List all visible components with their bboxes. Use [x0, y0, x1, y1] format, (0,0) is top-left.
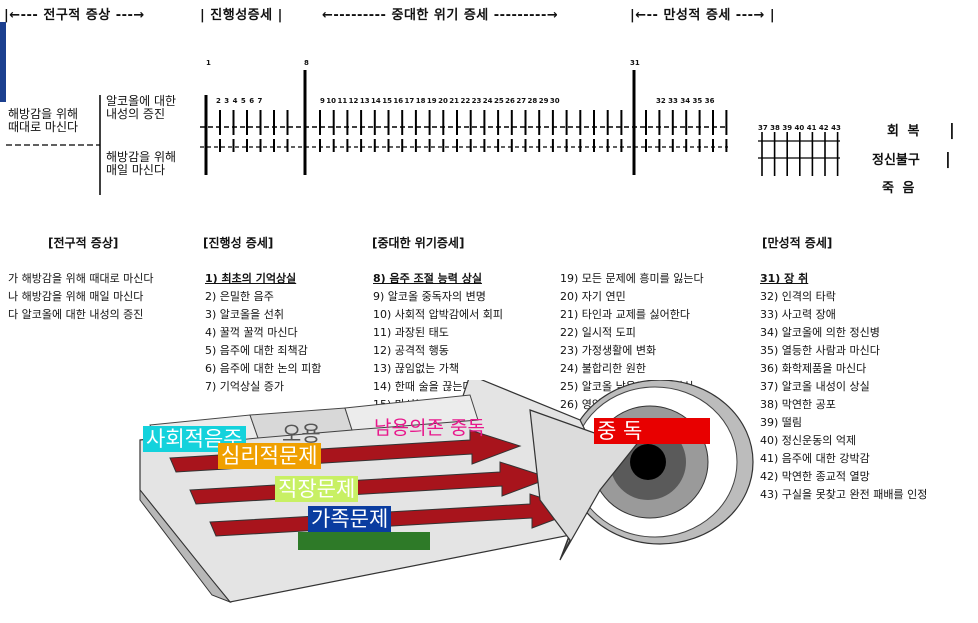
list-item: 42) 막연한 종교적 열망	[760, 470, 870, 483]
row-label-occasional: 해방감을 위해 때대로 마신다	[8, 107, 79, 134]
list-item: 6) 음주에 대한 논의 피함	[205, 362, 322, 375]
marker-seq-chronic: 32 33 34 35 36	[656, 97, 715, 105]
progressive-symptom-list: 1) 최초의 기억상실 2) 은밀한 음주 3) 알코올을 선취 4) 꿀꺽 꿀…	[205, 270, 321, 396]
list-item: 10) 사회적 압박감에서 회피	[373, 308, 503, 321]
phase-crisis-header: ←--------- 중대한 위기 증세 ---------→	[322, 8, 559, 23]
left-edge-decoration	[0, 22, 6, 102]
list-item: 35) 열등한 사람과 마신다	[760, 344, 880, 357]
early-symptom-list: 가 해방감을 위해 때대로 마신다 나 해방감을 위해 매일 마신다 다 알코올…	[8, 270, 154, 324]
addiction-label: 중 독	[594, 418, 710, 444]
abuse-dependence-label: 남용의존 중독	[374, 417, 485, 439]
list-item: 14) 한때 술을 끊는다	[373, 380, 473, 393]
outcome-death: 죽 음	[882, 181, 917, 196]
list-item: 33) 사고력 장애	[760, 308, 836, 321]
list-item: 37) 알코올 내성이 상실	[760, 380, 870, 393]
list-item: 38) 막연한 공포	[760, 398, 836, 411]
list-item: 4) 꿀꺽 꿀꺽 마신다	[205, 326, 298, 339]
list-item: 2) 은밀한 음주	[205, 290, 274, 303]
outcome-disability: 정신불구	[872, 153, 920, 168]
marker-31: 31	[630, 59, 640, 67]
list-item: 3) 알코올을 선취	[205, 308, 285, 321]
row-label-tolerance: 알코올에 대한 내성의 증진	[106, 94, 177, 121]
list-item: 9) 알코올 중독자의 변명	[373, 290, 486, 303]
outcome-bar-2: |	[945, 149, 951, 168]
outcome-recovery: 회 복	[887, 124, 922, 139]
list-item: 12) 공격적 행동	[373, 344, 449, 357]
early-title: [전구적 증상]	[48, 236, 119, 250]
chronic-title: [만성적 증세]	[762, 236, 833, 250]
family-stripe	[298, 532, 430, 550]
list-item: 11) 과장된 태도	[373, 326, 449, 339]
row-label-daily: 해방감을 위해 매일 마신다	[106, 150, 177, 177]
list-item: 36) 화학제품을 마신다	[760, 362, 867, 375]
list-item: 34) 알코올에 의한 정신병	[760, 326, 880, 339]
list-item: 13) 끊임없는 가책	[373, 362, 460, 375]
phase-chronic-header: |←-- 만성적 증세 ---→ |	[630, 8, 776, 23]
list-item: 7) 기억상실 증가	[205, 380, 285, 393]
phase-progressive-header: | 진행성증세 |	[200, 8, 283, 23]
crisis-title: [중대한 위기증세]	[372, 236, 465, 250]
list-item: 8) 음주 조절 능력 상실	[373, 272, 482, 285]
progressive-title: [진행성 증세]	[203, 236, 274, 250]
list-item: 가 해방감을 위해 때대로 마신다	[8, 272, 154, 285]
list-item: 41) 음주에 대한 강박감	[760, 452, 870, 465]
list-item: 32) 인격의 타락	[760, 290, 836, 303]
list-item: 40) 정신운동의 억제	[760, 434, 857, 447]
workplace-problem-label: 직장문제	[275, 476, 359, 502]
marker-seq-crisis: 9 10 11 12 13 14 15 16 17 18 19 20 21 22…	[320, 97, 560, 105]
list-item: 31) 장 취	[760, 272, 809, 285]
list-item: 나 해방감을 위해 매일 마신다	[8, 290, 144, 303]
phase-early-header: |←--- 전구적 증상 ---→	[4, 8, 145, 23]
list-item: 43) 구실을 못찾고 완전 패배를 인정	[760, 488, 928, 501]
list-item: 22) 일시적 도피	[560, 326, 636, 339]
outcome-bar-1: |	[949, 120, 955, 139]
list-item: 다 알코올에 대한 내성의 증진	[8, 308, 144, 321]
addiction-funnel-illustration	[139, 380, 754, 604]
list-item: 19) 모든 문제에 흥미를 잃는다	[560, 272, 704, 285]
list-item: 20) 자기 연민	[560, 290, 626, 303]
marker-1: 1	[206, 59, 211, 67]
misuse-label: 오용	[282, 422, 321, 446]
marker-seq-chronic-end: 37 38 39 40 41 42 43	[758, 124, 841, 132]
marker-seq-progressive: 2 3 4 5 6 7	[216, 97, 263, 105]
list-item: 21) 타인과 교제를 싫어한다	[560, 308, 690, 321]
psychological-problem-label: 심리적문제	[218, 443, 321, 469]
list-item: 39) 떨림	[760, 416, 803, 429]
progression-timeline	[6, 70, 840, 195]
list-item: 24) 불합리한 원한	[560, 362, 647, 375]
list-item: 5) 음주에 대한 죄책감	[205, 344, 308, 357]
chronic-symptom-list: 31) 장 취 32) 인격의 타락 33) 사고력 장애 34) 알코올에 의…	[760, 270, 927, 504]
family-problem-label: 가족문제	[308, 506, 392, 532]
list-item: 1) 최초의 기억상실	[205, 272, 297, 285]
list-item: 23) 가정생활에 변화	[560, 344, 657, 357]
marker-8: 8	[304, 59, 309, 67]
